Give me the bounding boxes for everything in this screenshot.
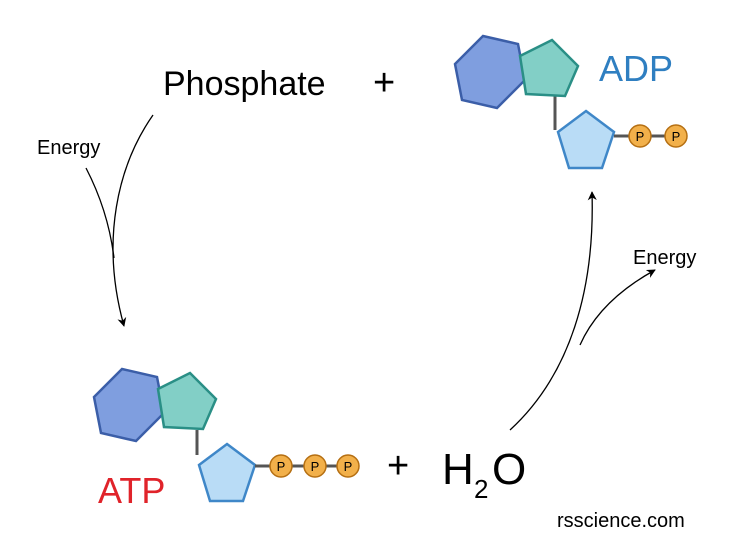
adp-small-pentagon: [518, 38, 580, 98]
atp-ribose-pentagon: [197, 442, 257, 503]
energy-label-left: Energy: [37, 137, 100, 159]
atp-phosphate-3: [336, 454, 360, 478]
atp-phosphate-2: [303, 454, 327, 478]
water-h: H: [442, 445, 474, 494]
adp-label: ADP: [599, 48, 673, 89]
plus-sign-bottom: +: [387, 445, 409, 487]
atp-phosphate-3-label: P: [344, 459, 353, 474]
atp-phosphate-1: [269, 454, 293, 478]
atp-phosphate-2-label: P: [311, 459, 320, 474]
atp-phosphate-1-label: P: [277, 459, 286, 474]
water-o: O: [492, 445, 526, 494]
adp-molecule: P P: [453, 34, 688, 170]
atp-hexagon: [92, 367, 166, 443]
adp-hexagon: [453, 34, 527, 110]
adp-phosphate-1: [628, 124, 652, 148]
energy-release-arrow: [579, 269, 656, 346]
water-to-adp-arrow: [509, 191, 597, 431]
adp-ribose-pentagon: [556, 109, 616, 170]
phosphate-label: Phosphate: [163, 65, 326, 103]
atp-small-pentagon: [156, 371, 218, 431]
energy-label-right: Energy: [633, 247, 696, 269]
adp-phosphate-1-label: P: [636, 129, 645, 144]
water-subscript-2: 2: [474, 474, 488, 504]
phosphate-to-atp-arrow: [112, 114, 154, 327]
plus-sign-top: +: [373, 62, 395, 104]
atp-label: ATP: [98, 470, 165, 511]
energy-input-curve: [85, 167, 115, 259]
watermark: rsscience.com: [557, 510, 685, 532]
adp-phosphate-2-label: P: [672, 129, 681, 144]
adp-phosphate-2: [664, 124, 688, 148]
atp-molecule: P P P: [92, 367, 360, 503]
